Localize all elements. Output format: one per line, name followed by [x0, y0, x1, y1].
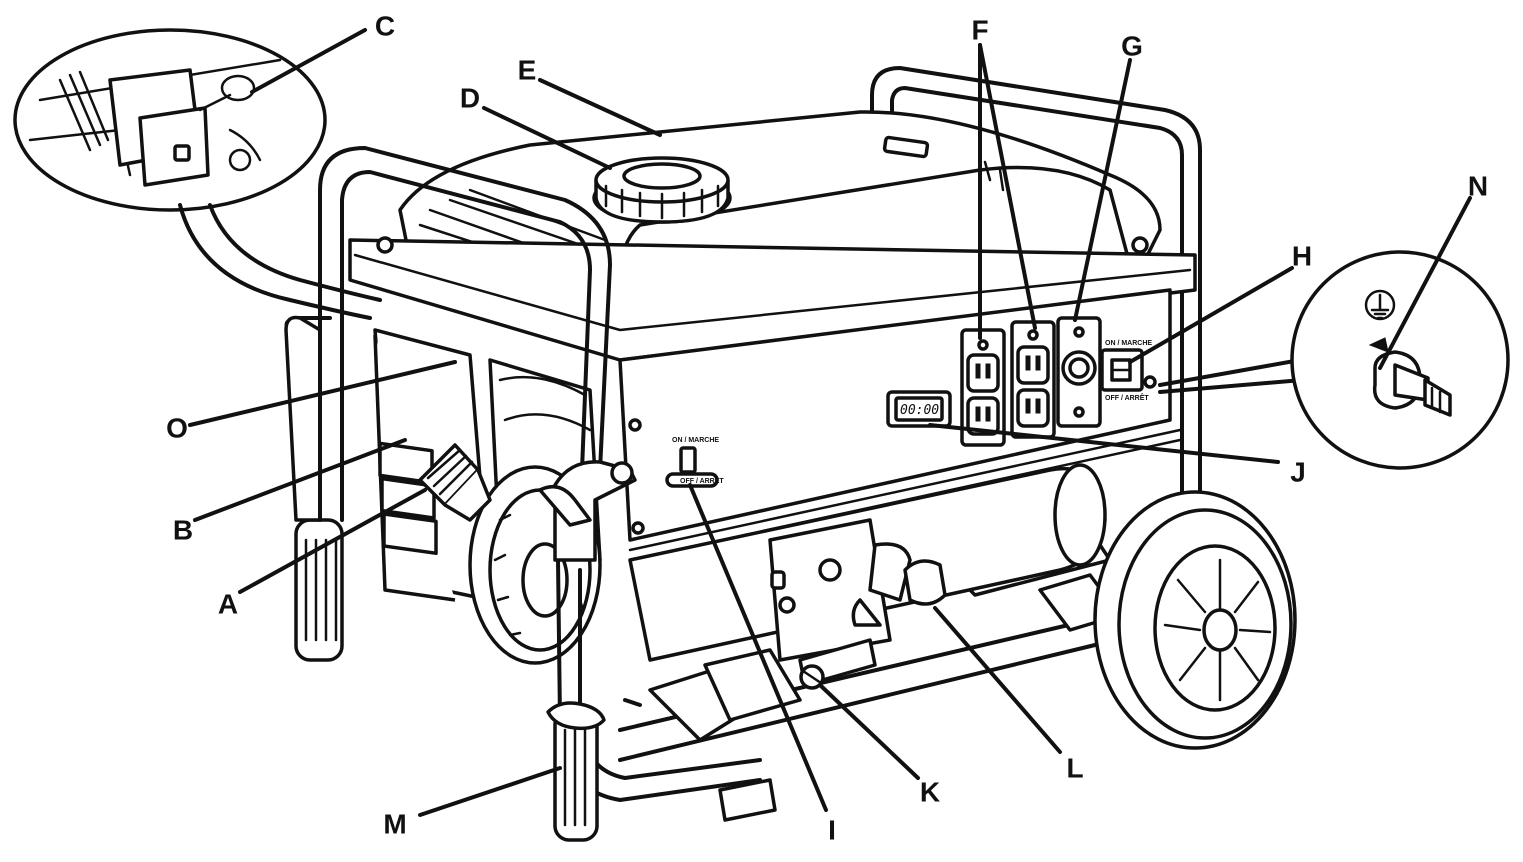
inset-n	[1158, 250, 1510, 470]
leader-h	[1128, 266, 1294, 364]
hour-meter-readout: 00:00	[900, 403, 939, 418]
leader-d	[482, 106, 612, 170]
callout-c: C	[375, 11, 395, 42]
callout-j: J	[1290, 457, 1306, 488]
breaker-on-label: ON / MARCHE	[1105, 340, 1152, 347]
callout-h: H	[1292, 241, 1312, 272]
callout-o: O	[166, 413, 188, 444]
callout-a: A	[218, 589, 238, 620]
leader-c	[250, 28, 367, 94]
leader-b	[193, 438, 407, 522]
leader-j	[928, 423, 1280, 464]
front-frame	[318, 146, 762, 842]
leader-lines	[188, 28, 1472, 817]
callout-g: G	[1121, 31, 1143, 62]
oil-drain-plug	[799, 664, 825, 690]
callout-labels: A B C D E F G H I J K L M N O	[166, 11, 1488, 846]
leader-o	[188, 360, 457, 427]
engine-switch-off-label: OFF / ARRÊT	[680, 476, 724, 485]
alternator	[628, 463, 1107, 687]
leader-a	[238, 488, 427, 594]
callout-d: D	[460, 83, 480, 114]
breaker-off-label: OFF / ARRÊT	[1105, 393, 1149, 402]
leader-l	[933, 606, 1062, 754]
callout-m: M	[383, 809, 406, 840]
engine	[373, 328, 602, 602]
choke-lever	[418, 443, 492, 522]
callout-n: N	[1468, 171, 1488, 202]
leader-k	[818, 683, 920, 780]
callout-l: L	[1066, 753, 1083, 784]
leader-m	[418, 766, 562, 817]
wheel	[1093, 490, 1297, 750]
leader-i	[688, 483, 828, 812]
engine-switch-on-label: ON / MARCHE	[672, 437, 719, 444]
fuel-cap	[592, 156, 732, 224]
callout-i: I	[828, 815, 836, 846]
inset-c	[13, 28, 382, 320]
leader-f2	[978, 43, 1037, 330]
leader-n	[1378, 196, 1472, 370]
leader-g	[1073, 58, 1132, 322]
callout-f: F	[971, 15, 988, 46]
rear-frame	[870, 66, 1202, 542]
callout-e: E	[518, 55, 537, 86]
oil-fill-cap	[903, 559, 947, 606]
callout-k: K	[920, 777, 940, 808]
left-rear-leg	[284, 315, 344, 662]
control-panel: ON / MARCHE OFF / ARRÊT 00:00 ON / MARCH…	[618, 288, 1182, 562]
leader-e	[538, 78, 662, 137]
callout-b: B	[173, 515, 193, 546]
